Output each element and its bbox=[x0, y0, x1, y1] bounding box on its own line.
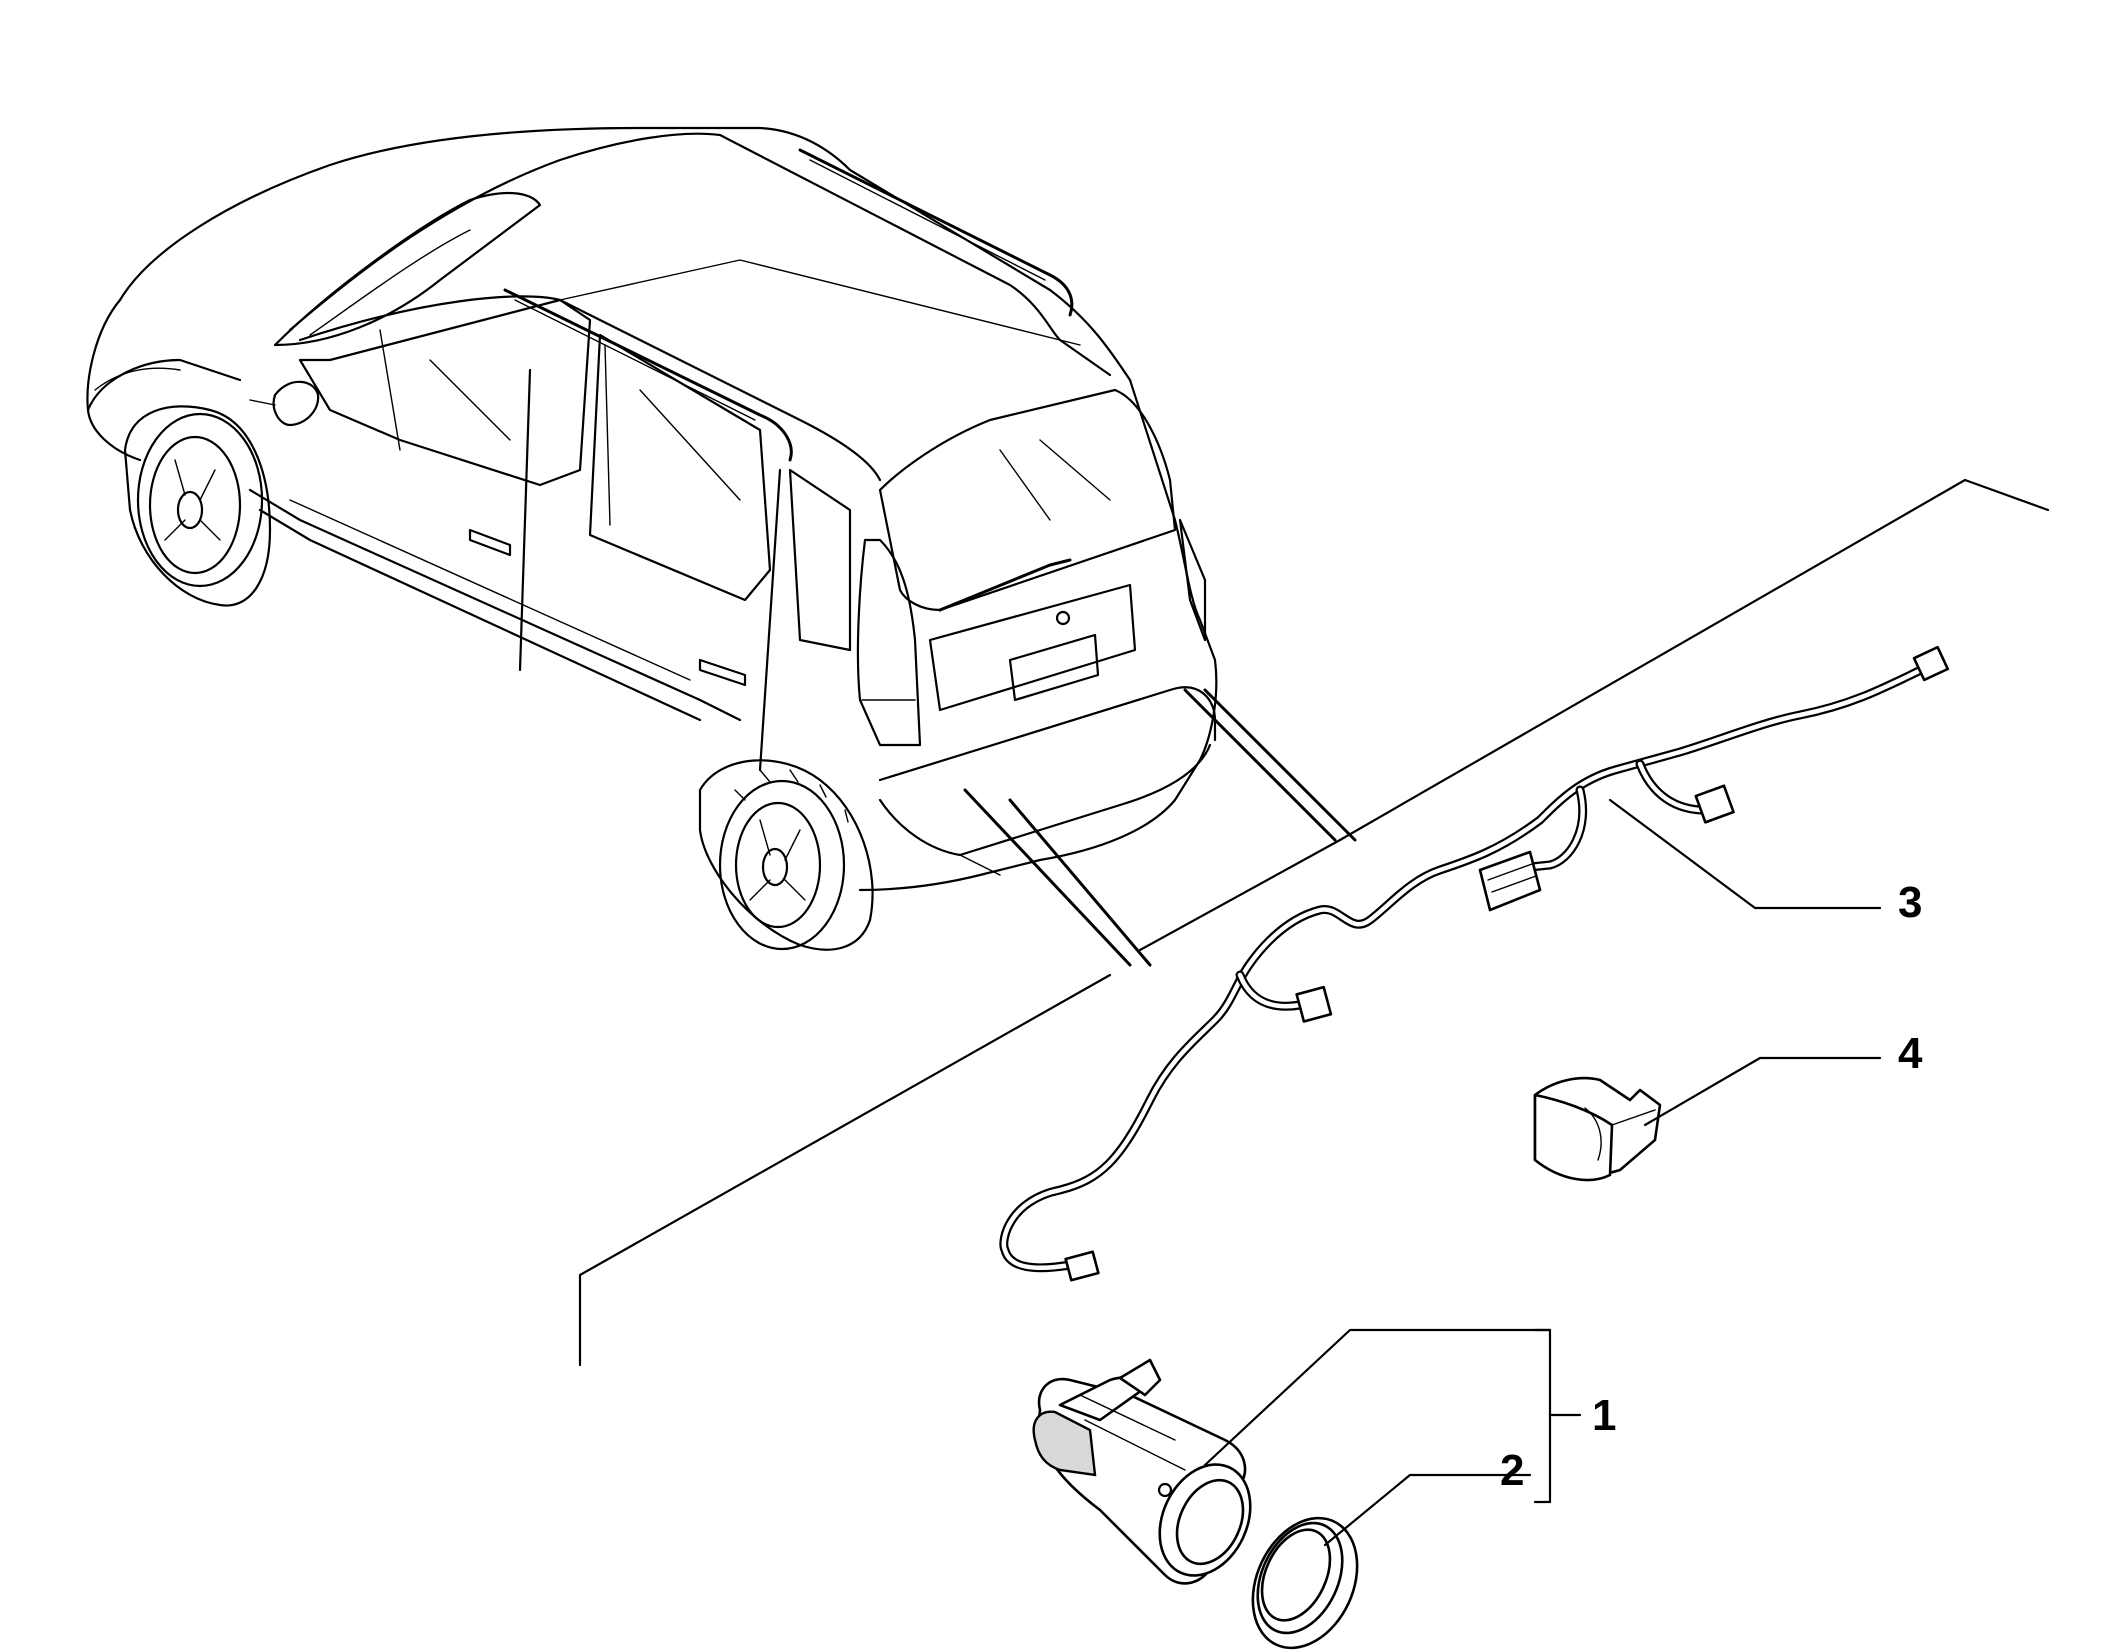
callout-2: 2 bbox=[1500, 1446, 1524, 1495]
car-illustration bbox=[86, 126, 1218, 951]
callout-2-label: 2 bbox=[1500, 1446, 1524, 1495]
callout-3-label: 3 bbox=[1898, 878, 1922, 927]
callout-1: 1 bbox=[1592, 1391, 1616, 1440]
bumper-leader-lines bbox=[963, 688, 1357, 967]
callout-4-label: 4 bbox=[1898, 1029, 1923, 1078]
detail-frame bbox=[578, 478, 2050, 1367]
sensor-bracket bbox=[1533, 1076, 1662, 1182]
front-wheel bbox=[123, 405, 272, 607]
sensor-ring bbox=[1251, 1516, 1359, 1650]
callout-4: 4 bbox=[1643, 1029, 1923, 1127]
wiring-harness bbox=[999, 645, 1950, 1282]
parking-sensor bbox=[1032, 1358, 1252, 1585]
rear-wheel bbox=[698, 759, 874, 951]
callout-3: 3 bbox=[1608, 798, 1922, 927]
callout-1-label: 1 bbox=[1592, 1391, 1616, 1440]
callout-1-2-bracket bbox=[1203, 1328, 1582, 1547]
